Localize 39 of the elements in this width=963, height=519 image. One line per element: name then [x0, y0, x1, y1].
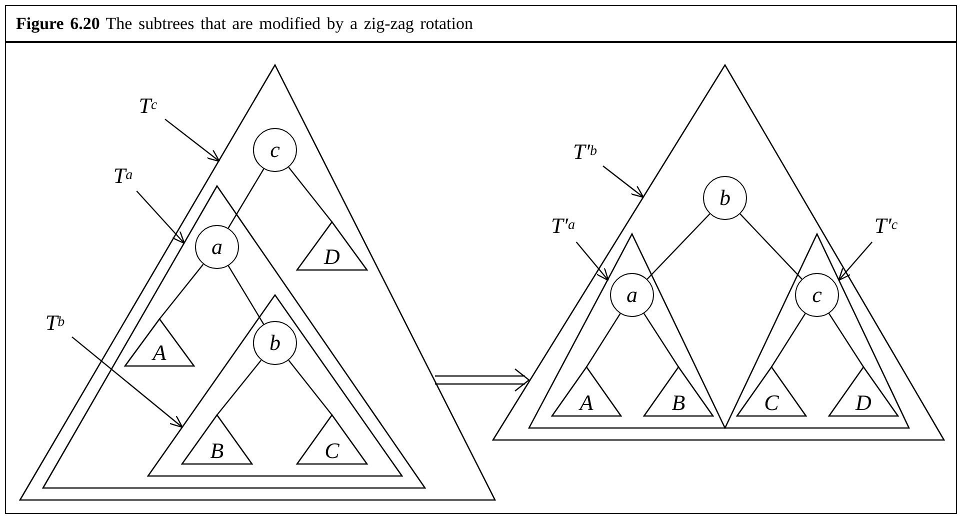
- tree-edge: [228, 266, 264, 324]
- tree-node: a: [610, 273, 654, 317]
- subtree-outline: [148, 295, 402, 476]
- subtree-triangle: D: [297, 222, 367, 270]
- subtree-triangle: C: [737, 367, 806, 416]
- subtree-triangle: B: [644, 367, 713, 416]
- tree-node: c: [253, 128, 297, 172]
- subtree-outline: [493, 65, 944, 440]
- tree-edge: [828, 313, 864, 368]
- leader-line: [136, 190, 185, 244]
- leader-line: [164, 118, 220, 162]
- leader-line: [838, 242, 873, 281]
- subtree-triangle: B: [182, 415, 252, 464]
- double-arrow: [434, 368, 530, 392]
- tree-edge: [646, 213, 710, 280]
- subtree-outline: [20, 65, 495, 500]
- tree-edge: [288, 360, 332, 416]
- subtree-outline: [725, 234, 909, 428]
- subtree-outline: [529, 234, 725, 428]
- leader-line: [576, 242, 609, 281]
- tree-edge: [740, 214, 802, 280]
- tree-edge: [228, 168, 264, 228]
- subtree-triangle: A: [552, 367, 621, 416]
- subtree-outline: [43, 186, 425, 488]
- tree-node: b: [253, 321, 297, 365]
- tree-node: c: [795, 273, 839, 317]
- leader-line: [72, 336, 183, 428]
- tree-node: a: [195, 225, 239, 269]
- tree-node: b: [703, 176, 747, 220]
- tree-edge: [586, 313, 621, 368]
- tree-edge: [216, 360, 262, 416]
- tree-edge: [288, 166, 332, 222]
- leader-line: [602, 166, 644, 198]
- subtree-triangle: D: [829, 367, 898, 416]
- tree-edge: [771, 313, 806, 368]
- tree-edge: [159, 264, 204, 320]
- subtree-triangle: A: [125, 319, 194, 366]
- subtree-triangle: C: [297, 415, 367, 464]
- tree-edge: [643, 313, 679, 368]
